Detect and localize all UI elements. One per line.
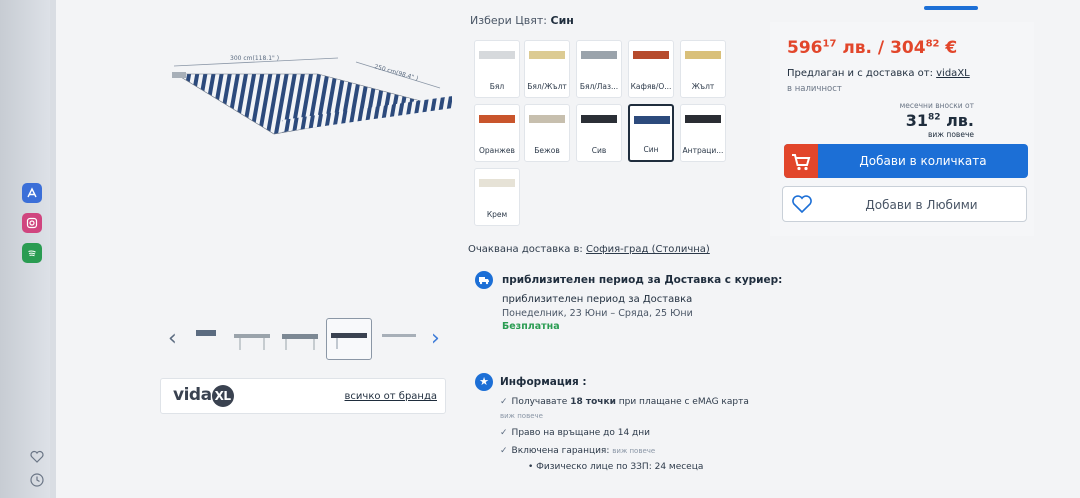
spotify-icon[interactable] (22, 243, 42, 263)
warranty-see-more-link[interactable]: виж повече (612, 447, 656, 455)
instagram-icon[interactable] (22, 213, 42, 233)
color-swatch[interactable]: Крем (474, 168, 520, 226)
swatch-label: Оранжев (479, 146, 515, 155)
color-swatch[interactable]: Бежов (524, 104, 570, 162)
color-swatch[interactable]: Син (628, 104, 674, 162)
heart-icon[interactable] (29, 449, 45, 465)
swatch-label: Бежов (534, 146, 560, 155)
stock-status: в наличност (787, 84, 842, 94)
thumbs-next-button[interactable]: › (431, 326, 440, 351)
swatch-label: Крем (486, 210, 508, 219)
thumbnail-strip (168, 318, 448, 362)
thumbnail[interactable] (232, 324, 272, 352)
check-icon: ✓ (500, 446, 508, 456)
swatch-preview (685, 51, 721, 59)
color-swatch[interactable]: Оранжев (474, 104, 520, 162)
swatch-preview (581, 115, 617, 123)
dimension-depth-label: 250 cm(98.4" ) (373, 63, 418, 82)
delivery-location-link[interactable]: София-град (Столична) (586, 244, 710, 255)
swatch-label: Бял (489, 82, 505, 91)
seller-link[interactable]: vidaXL (936, 68, 970, 79)
info-warranty: ✓Включена гаранция: виж повече (500, 446, 656, 456)
thumbnail-active[interactable] (326, 318, 372, 360)
product-image[interactable]: 300 cm(118.1" ) 250 cm(98.4" ) (168, 44, 458, 154)
thumbnail[interactable] (380, 324, 420, 352)
truck-icon (475, 271, 493, 289)
swatch-preview (581, 51, 617, 59)
color-picker-title: Избери Цвят: Син (470, 14, 574, 27)
cart-icon (784, 144, 818, 178)
thumbs-prev-button[interactable]: ‹ (168, 326, 177, 351)
color-swatch[interactable]: Бял/Жълт (524, 40, 570, 98)
add-to-cart-label: Добави в количката (859, 154, 987, 168)
brand-logo-badge: XL (211, 385, 234, 407)
star-icon: ★ (475, 373, 493, 391)
delivery-free-label: Безплатна (502, 321, 560, 332)
swatch-label: Бял/Жълт (527, 82, 567, 91)
swatch-preview (479, 51, 515, 59)
swatch-label: Кафяв/О... (630, 82, 672, 91)
clock-icon[interactable] (29, 472, 45, 488)
add-to-favorites-label: Добави в Любими (865, 198, 978, 212)
app-store-icon[interactable] (22, 183, 42, 203)
color-swatch[interactable]: Сив (576, 104, 622, 162)
info-points: ✓Получавате 18 точки при плащане с eMAG … (500, 397, 749, 407)
swatch-label: Антраци... (682, 146, 724, 155)
delivery-dates: Понеделник, 23 Юни – Сряда, 25 Юни (502, 308, 693, 319)
swatch-preview (633, 51, 669, 59)
swatch-preview (529, 115, 565, 123)
color-swatch[interactable]: Кафяв/О... (628, 40, 674, 98)
color-swatch[interactable]: Антраци... (680, 104, 726, 162)
price: 59617 лв. / 30482 € (787, 38, 958, 58)
expected-delivery: Очаквана доставка в: София-град (Столичн… (468, 244, 710, 255)
add-to-favorites-button[interactable]: Добави в Любими (782, 186, 1027, 222)
all-from-brand-link[interactable]: всичко от бранда (344, 391, 437, 402)
delivery-period-title: приблизителен период за Доставка (502, 294, 693, 305)
heart-icon (792, 195, 812, 214)
dimension-width-label: 300 cm(118.1" ) (230, 55, 279, 62)
swatch-label: Син (643, 145, 659, 154)
monthly-installments-label: месечни вноски от (899, 101, 974, 110)
monthly-installments-value: 3182 лв. (905, 111, 974, 130)
dock (0, 0, 50, 498)
courier-delivery-title: приблизителен период за Доставка с курие… (502, 274, 783, 286)
swatch-preview (529, 51, 565, 59)
color-swatch[interactable]: Бял (474, 40, 520, 98)
color-swatch[interactable]: Жълт (680, 40, 726, 98)
check-icon: ✓ (500, 428, 508, 438)
swatch-preview (479, 115, 515, 123)
thumbnail[interactable] (192, 324, 232, 352)
check-icon: ✓ (500, 397, 508, 407)
info-warranty-item: • Физическо лице по ЗЗП: 24 месеца (528, 462, 704, 472)
color-swatch[interactable]: Бял/Лаз... (576, 40, 622, 98)
info-title: Информация : (500, 376, 587, 388)
add-to-cart-button[interactable]: Добави в количката (784, 144, 1028, 178)
swatch-label: Бял/Лаз... (579, 82, 619, 91)
swatch-label: Жълт (691, 82, 715, 91)
thumbnail[interactable] (280, 324, 320, 352)
swatch-preview (685, 115, 721, 123)
swatch-label: Сив (591, 146, 607, 155)
tab-indicator (924, 6, 978, 10)
seller-info: Предлаган и с доставка от: vidaXL (787, 68, 970, 79)
swatch-preview (479, 179, 515, 187)
swatch-preview (634, 116, 670, 124)
points-see-more-link[interactable]: виж повече (500, 412, 543, 420)
info-return: ✓Право на връщане до 14 дни (500, 428, 650, 438)
installments-see-more-link[interactable]: виж повече (927, 130, 974, 139)
